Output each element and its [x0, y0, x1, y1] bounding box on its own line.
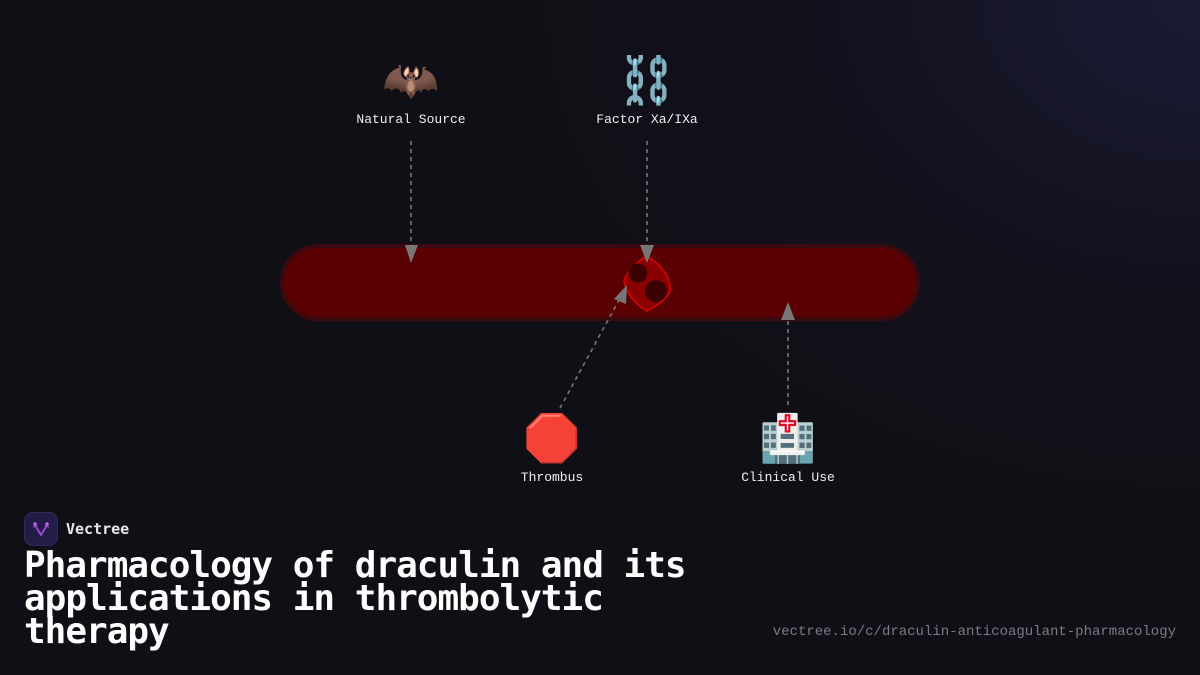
blood-vessel: [280, 244, 920, 321]
stop-sign-icon: 🛑: [523, 411, 581, 465]
hospital-icon: 🏥: [759, 411, 817, 465]
node-clinical-use: 🏥 Clinical Use: [741, 410, 835, 485]
brand-name: Vectree: [66, 520, 130, 538]
node-natural-source: 🦇 Natural Source: [356, 52, 465, 127]
arrowhead-icon: [781, 302, 795, 320]
arrowhead-icon: [405, 245, 418, 263]
arrowhead-icon: [640, 245, 654, 263]
blood-clot: [623, 255, 671, 312]
page-title: Pharmacology of draculin and its applica…: [24, 545, 687, 652]
node-thrombus: 🛑 Thrombus: [521, 410, 583, 485]
arrowhead-icon: [614, 285, 627, 304]
node-label: Natural Source: [356, 112, 466, 127]
node-label: Thrombus: [520, 470, 584, 485]
brand: Vectree: [24, 512, 129, 546]
node-label: Factor Xa/IXa: [596, 112, 698, 127]
chains-icon: ⛓️: [618, 53, 676, 107]
source-url: vectree.io/c/draculin-anticoagulant-phar…: [772, 624, 1176, 640]
vectree-logo-icon: [24, 512, 58, 546]
bat-icon: 🦇: [382, 53, 440, 107]
node-label: Clinical Use: [741, 470, 835, 485]
node-factor: ⛓️ Factor Xa/IXa: [596, 52, 697, 127]
